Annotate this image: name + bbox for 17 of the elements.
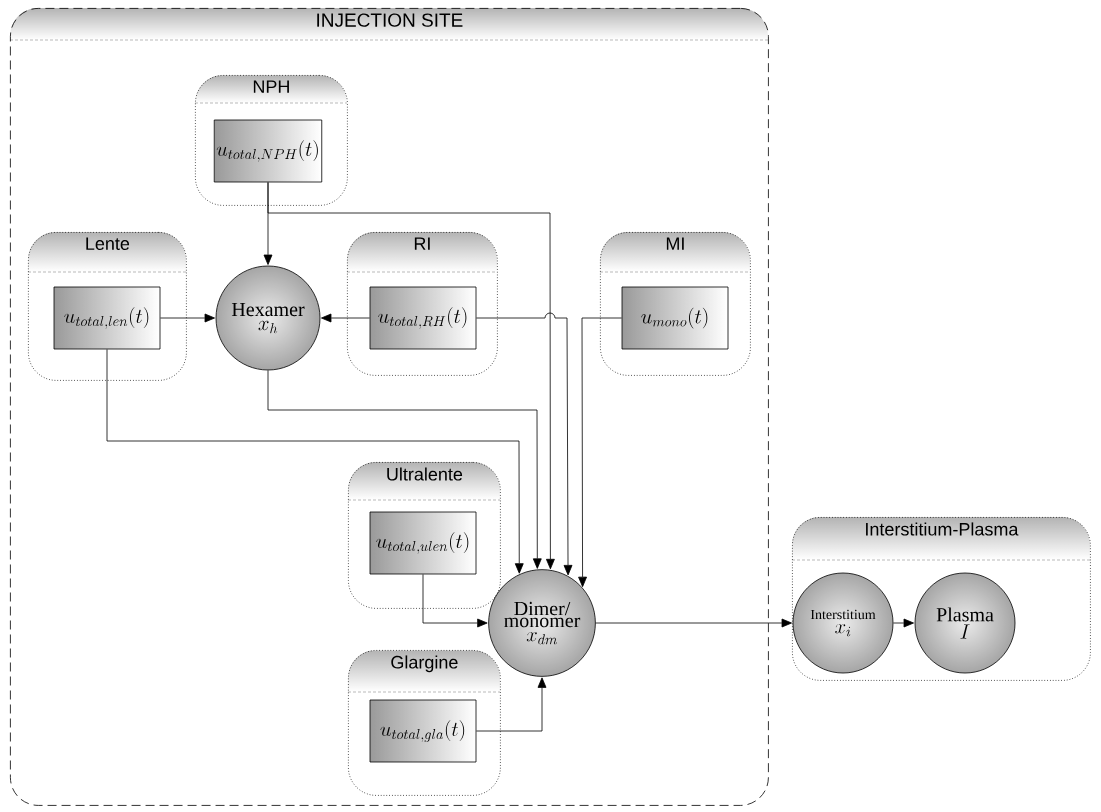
arrow: [267, 370, 542, 569]
arrow: [476, 677, 547, 732]
arrow: [595, 618, 792, 628]
input-box: $u_{total,gla}(t)$: [369, 699, 477, 763]
input-box: $u_{total,len}(t)$: [53, 286, 161, 350]
arrow: [422, 574, 488, 628]
input-box: $u_{total,RH}(t)$: [369, 286, 477, 350]
input-box: $u_{total,NPH}(t)$: [213, 119, 323, 183]
arrow: [160, 313, 215, 323]
input-box: $u_{mono}(t)$: [621, 286, 729, 350]
arrow: [267, 182, 555, 570]
input-box: $u_{total,ulen}(t)$: [369, 511, 477, 575]
arrow: [476, 312, 573, 576]
arrow: [321, 313, 370, 323]
arrow: [578, 317, 622, 588]
arrow: [893, 618, 914, 628]
arrow: [106, 349, 524, 574]
